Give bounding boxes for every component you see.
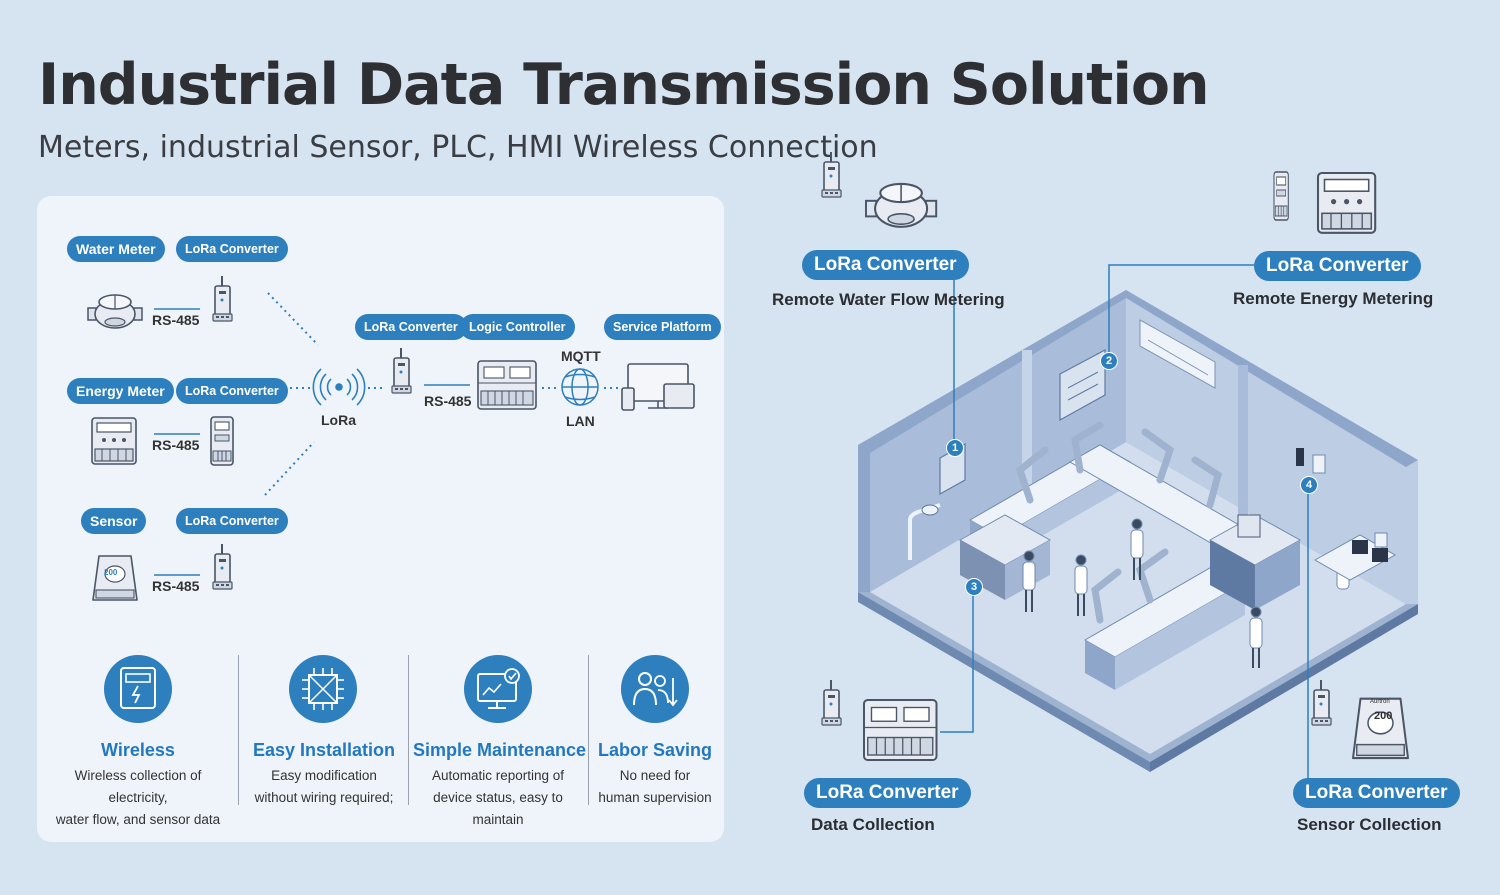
divider — [408, 655, 409, 805]
page-subtitle: Meters, industrial Sensor, PLC, HMI Wire… — [38, 130, 878, 165]
sensor-display-value: 200 — [104, 568, 118, 577]
callout-badge-sensor: LoRa Converter — [1293, 778, 1460, 808]
feature-desc-line2: water flow, and sensor data — [55, 812, 221, 827]
lora-converter-icon — [212, 275, 233, 322]
callout-converter-icon-3 — [821, 679, 842, 726]
page-title: Industrial Data Transmission Solution — [38, 52, 1210, 118]
sensor-badge: Sensor — [81, 508, 147, 534]
marker-2: 2 — [1100, 352, 1118, 370]
logic-controller-badge: Logic Controller — [460, 314, 575, 340]
divider — [238, 655, 239, 805]
feature-easy-installation: Easy Installation Easy modification with… — [239, 652, 409, 809]
scene-sensor-display: 200 — [1374, 710, 1393, 722]
globe-icon — [561, 368, 599, 406]
service-platform-icon — [621, 363, 695, 411]
feature-title: Easy Installation — [252, 740, 396, 760]
wireless-meter-icon — [104, 655, 172, 723]
callout-caption-sensor: Sensor Collection — [1297, 815, 1442, 834]
feature-desc-line1: Wireless collection of electricity, — [74, 768, 202, 805]
divider — [588, 655, 589, 805]
monitor-check-icon — [464, 655, 532, 723]
energy-meter-icon — [91, 417, 137, 465]
feature-labor-saving: Labor Saving No need for human supervisi… — [570, 652, 740, 809]
rs485-label-2: RS-485 — [152, 437, 200, 453]
feature-simple-maintenance: Simple Maintenance Automatic reporting o… — [413, 652, 587, 831]
feature-desc-line1: Easy modification — [271, 768, 377, 783]
callout-plc-icon — [863, 699, 938, 761]
marker-4: 4 — [1300, 476, 1318, 494]
people-icon — [621, 655, 689, 723]
water-meter-icon — [87, 294, 143, 329]
scene-brand-text: Aurtron — [1370, 699, 1390, 705]
callout-energy-meter-icon — [1273, 171, 1290, 221]
lora-converter-badge-2: LoRa Converter — [176, 378, 288, 404]
mqtt-label: MQTT — [561, 348, 601, 364]
lora-converter-badge-1: LoRa Converter — [176, 236, 288, 262]
feature-desc-line1: Automatic reporting of — [431, 768, 565, 783]
feature-desc-line2: human supervision — [598, 790, 712, 805]
feature-title: Labor Saving — [597, 740, 713, 760]
gateway-converter-badge: LoRa Converter — [355, 314, 467, 340]
callout-badge-water: LoRa Converter — [802, 250, 969, 280]
topology-panel — [37, 196, 724, 842]
lora-converter-device-icon — [210, 416, 234, 466]
rs485-label-gateway: RS-485 — [424, 393, 472, 409]
lora-converter-icon — [212, 543, 233, 590]
feature-desc-line1: No need for — [619, 768, 691, 783]
lan-label: LAN — [566, 413, 595, 429]
callout-converter-icon-4 — [1311, 679, 1332, 726]
gateway-converter-icon — [391, 347, 412, 394]
callout-sensor-icon — [1351, 697, 1410, 760]
feature-desc-line2: device status, easy to maintain — [433, 790, 563, 827]
factory-scene — [858, 290, 1418, 772]
callout-converter-icon — [821, 151, 842, 198]
feature-title: Simple Maintenance — [413, 740, 587, 760]
callout-caption-water: Remote Water Flow Metering — [772, 290, 1005, 309]
energy-meter-badge: Energy Meter — [67, 378, 174, 404]
callout-water-meter-icon — [864, 182, 938, 228]
lora-wave-icon — [312, 368, 366, 406]
rs485-label-3: RS-485 — [152, 578, 200, 594]
marker-3: 3 — [965, 578, 983, 596]
feature-desc-line2: without wiring required; — [254, 790, 394, 805]
callout-badge-data: LoRa Converter — [804, 778, 971, 808]
feature-title: Wireless — [101, 740, 175, 760]
callout-caption-energy: Remote Energy Metering — [1233, 289, 1434, 308]
sensor-device-icon — [92, 555, 138, 601]
marker-1: 1 — [946, 439, 964, 457]
lora-label: LoRa — [321, 412, 356, 428]
service-platform-badge: Service Platform — [604, 314, 721, 340]
logic-controller-icon — [477, 360, 537, 410]
callout-caption-data: Data Collection — [811, 815, 935, 834]
callout-energy-meter-icon-2 — [1316, 171, 1377, 234]
callout-badge-energy: LoRa Converter — [1254, 251, 1421, 281]
lora-converter-badge-3: LoRa Converter — [176, 508, 288, 534]
feature-wireless: Wireless Wireless collection of electric… — [53, 652, 223, 831]
water-meter-badge: Water Meter — [67, 236, 165, 262]
rs485-label-1: RS-485 — [152, 312, 200, 328]
chip-icon — [289, 655, 357, 723]
